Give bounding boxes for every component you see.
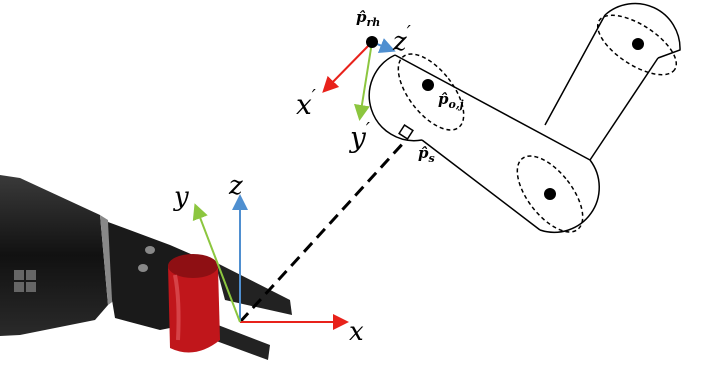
robot-gripper-icon <box>0 175 292 360</box>
cylinder-object <box>368 2 681 234</box>
p-oj-label: p̂o,j <box>438 90 464 111</box>
y-prime-axis <box>353 41 373 121</box>
z-axis-label: z <box>228 171 243 201</box>
x-prime-axis <box>322 41 373 93</box>
p-rh-label: p̂rh <box>356 8 380 29</box>
x-prime-label: x′ <box>296 86 316 121</box>
p-oj-point <box>422 79 434 91</box>
y-axis-label: y <box>173 182 189 212</box>
cylinder-top-point <box>632 38 644 50</box>
dashed-distance-line <box>238 138 408 324</box>
z-prime-label: z′ <box>392 22 411 57</box>
p-rh-point <box>366 36 378 48</box>
y-axis <box>192 203 241 323</box>
p-s-label: p̂s <box>418 144 435 165</box>
x-axis-label: x <box>349 317 364 347</box>
y-prime-label: y′ <box>348 119 370 154</box>
cylinder-bottom-point <box>544 188 556 200</box>
right-angle-marker <box>398 124 414 140</box>
